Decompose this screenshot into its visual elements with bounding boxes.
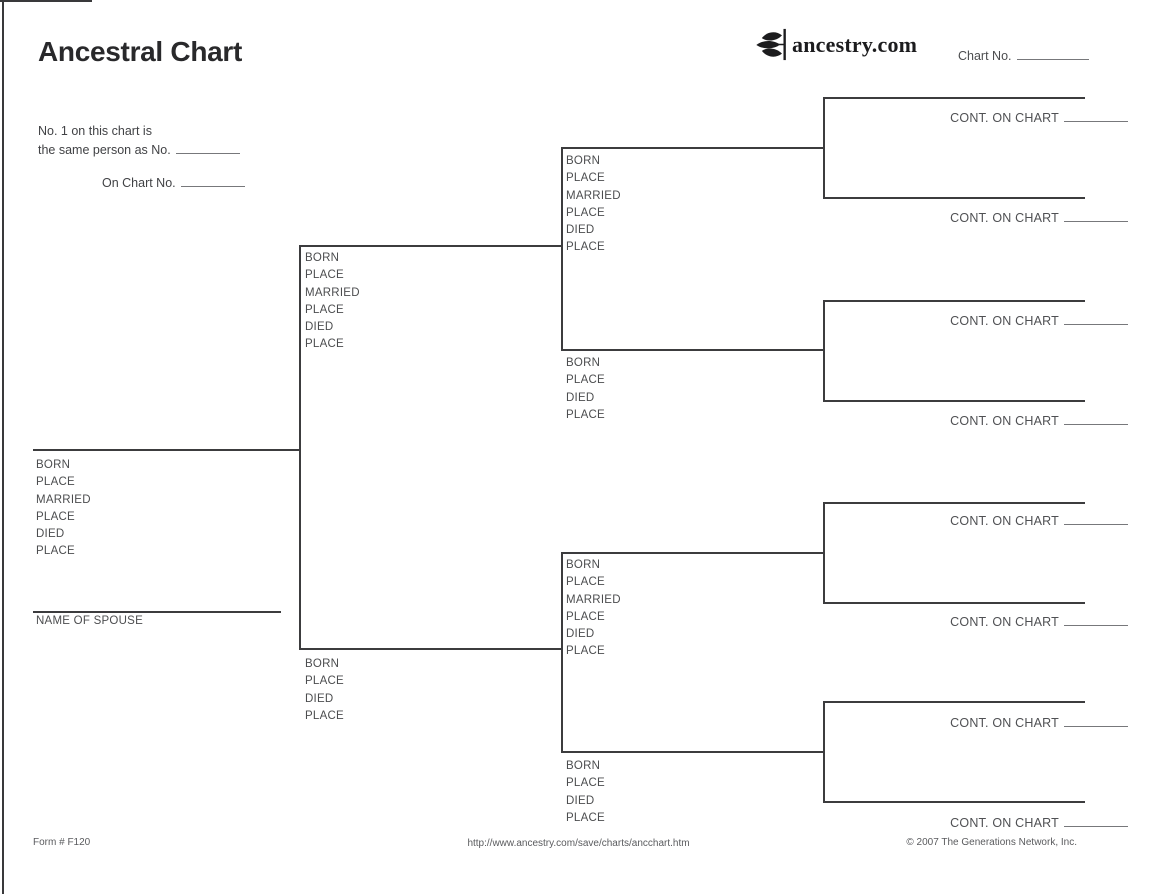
parents-connector	[299, 245, 301, 649]
footer-url: http://www.ancestry.com/save/charts/ancc…	[467, 838, 690, 849]
cont-on-chart-label-6: CONT. ON CHART	[950, 613, 1128, 629]
great-grandparent-name-line-6	[823, 602, 1085, 604]
spouse-name-line	[33, 611, 281, 613]
person1-fields: BORN PLACE MARRIED PLACE DIED PLACE	[36, 459, 91, 558]
father-name-line	[299, 245, 561, 247]
great-grandparent-name-line-3	[823, 300, 1085, 302]
great-grandparent-name-line-7	[823, 701, 1085, 703]
great-grandparent-name-line-2	[823, 197, 1085, 199]
paternal-grandparents-connector	[561, 147, 563, 349]
mother-fields: BORN PLACE DIED PLACE	[305, 658, 344, 722]
cont-blank-line-6	[1064, 613, 1128, 626]
same-person-blank-line	[175, 141, 240, 154]
ancestry-logo: ancestry.com	[753, 28, 917, 61]
note-line-3: On Chart No.	[102, 174, 245, 193]
cont-blank-line-4	[1064, 412, 1128, 425]
mother-name-line	[299, 648, 561, 650]
cont-on-chart-label-8: CONT. ON CHART	[950, 814, 1128, 830]
great-grandparents-bracket-2	[823, 300, 825, 400]
cont-on-chart-label-1: CONT. ON CHART	[950, 109, 1128, 125]
maternal-grandmother-name-line	[561, 751, 823, 753]
cont-on-chart-label-5: CONT. ON CHART	[950, 512, 1128, 528]
chart-note: No. 1 on this chart is the same person a…	[38, 123, 245, 193]
great-grandparent-name-line-1	[823, 97, 1085, 99]
father-fields: BORN PLACE MARRIED PLACE DIED PLACE	[305, 252, 360, 351]
paternal-grandfather-name-line	[561, 147, 823, 149]
maternal-grandfather-fields: BORN PLACE MARRIED PLACE DIED PLACE	[566, 559, 621, 658]
cont-on-chart-label-4: CONT. ON CHART	[950, 412, 1128, 428]
cont-on-chart-label-7: CONT. ON CHART	[950, 714, 1128, 730]
chart-no-field: Chart No.	[958, 47, 1089, 63]
cont-blank-line-2	[1064, 209, 1128, 222]
chart-no-blank-line	[1016, 47, 1089, 60]
ancestry-logo-text: ancestry.com	[792, 31, 918, 57]
great-grandparent-name-line-4	[823, 400, 1085, 402]
copyright-notice: © 2007 The Generations Network, Inc.	[906, 837, 1077, 848]
cont-blank-line-8	[1064, 814, 1128, 827]
paternal-grandmother-name-line	[561, 349, 823, 351]
maternal-grandparents-connector	[561, 552, 563, 751]
page-border-top	[0, 0, 92, 2]
maternal-grandmother-fields: BORN PLACE DIED PLACE	[566, 760, 605, 824]
person1-name-line	[33, 449, 299, 451]
on-chart-blank-line	[180, 174, 245, 187]
page-title: Ancestral Chart	[38, 36, 243, 67]
great-grandparents-bracket-4	[823, 701, 825, 801]
spouse-label: NAME OF SPOUSE	[36, 615, 144, 627]
cont-blank-line-7	[1064, 714, 1128, 727]
cont-blank-line-5	[1064, 512, 1128, 525]
note-line-1: No. 1 on this chart is	[38, 124, 152, 138]
ancestry-leaf-icon	[753, 28, 789, 61]
note-line-2: the same person as No.	[38, 141, 245, 160]
paternal-grandmother-fields: BORN PLACE DIED PLACE	[566, 357, 605, 421]
paternal-grandfather-fields: BORN PLACE MARRIED PLACE DIED PLACE	[566, 155, 621, 254]
cont-blank-line-1	[1064, 109, 1128, 122]
form-number: Form # F120	[33, 837, 91, 848]
cont-on-chart-label-2: CONT. ON CHART	[950, 209, 1128, 225]
great-grandparents-bracket-1	[823, 97, 825, 197]
great-grandparent-name-line-8	[823, 801, 1085, 803]
great-grandparents-bracket-3	[823, 502, 825, 602]
maternal-grandfather-name-line	[561, 552, 823, 554]
page-border-left	[2, 0, 4, 894]
cont-blank-line-3	[1064, 312, 1128, 325]
cont-on-chart-label-3: CONT. ON CHART	[950, 312, 1128, 328]
great-grandparent-name-line-5	[823, 502, 1085, 504]
